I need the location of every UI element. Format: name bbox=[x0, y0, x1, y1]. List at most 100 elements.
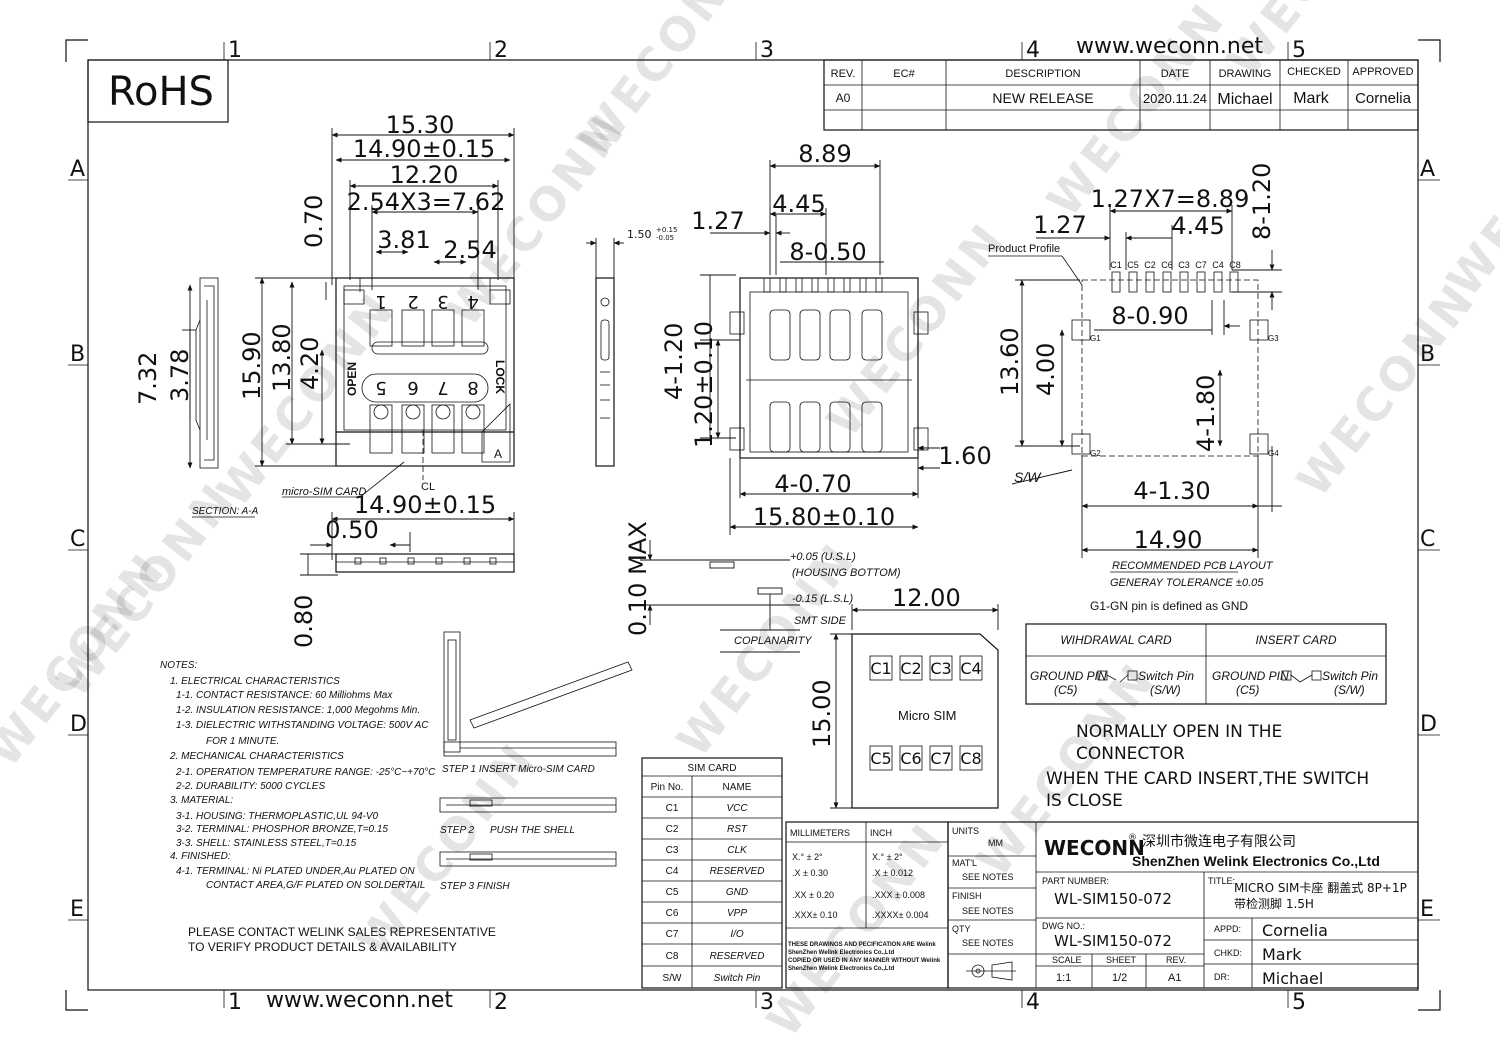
svg-text:13.80: 13.80 bbox=[268, 323, 296, 392]
svg-text:14.90: 14.90 bbox=[1134, 526, 1203, 554]
pcb-layout: 1.27X7=8.89 1.27 4.45 8-0.90 4-1.30 14.9… bbox=[988, 163, 1282, 613]
svg-text:1. ELECTRICAL CHARACTERISTICS: 1. ELECTRICAL CHARACTERISTICS bbox=[170, 676, 340, 687]
switch-note: NORMALLY OPEN IN THE CONNECTOR WHEN THE … bbox=[1046, 722, 1369, 811]
svg-text:C4: C4 bbox=[1212, 260, 1224, 270]
column-ticks bbox=[68, 42, 1440, 1008]
svg-text:C1: C1 bbox=[1110, 260, 1122, 270]
svg-text:GND: GND bbox=[726, 887, 748, 898]
svg-text:MM: MM bbox=[988, 838, 1003, 848]
svg-text:Michael: Michael bbox=[1262, 969, 1323, 988]
svg-text:C5: C5 bbox=[1127, 260, 1139, 270]
svg-text:0.70: 0.70 bbox=[300, 195, 328, 248]
svg-text:.X ± 0.012: .X ± 0.012 bbox=[872, 868, 913, 878]
svg-text:2: 2 bbox=[494, 38, 508, 63]
svg-text:NORMALLY OPEN IN THE: NORMALLY OPEN IN THE bbox=[1076, 722, 1282, 742]
svg-text:C3: C3 bbox=[1178, 260, 1190, 270]
svg-text:CONTACT AREA,G/F PLATED ON SOL: CONTACT AREA,G/F PLATED ON SOLDERTAIL bbox=[206, 880, 425, 891]
svg-text:4.45: 4.45 bbox=[772, 190, 825, 218]
svg-text:Michael: Michael bbox=[1217, 91, 1272, 108]
svg-text:1: 1 bbox=[228, 38, 242, 63]
svg-text:C7: C7 bbox=[1195, 260, 1207, 270]
svg-text:Product Profile: Product Profile bbox=[988, 243, 1060, 255]
svg-text:PART NUMBER:: PART NUMBER: bbox=[1042, 876, 1109, 886]
top-view: 15.30 14.90±0.15 12.20 2.54X3=7.62 3.81 … bbox=[134, 111, 515, 518]
svg-text:REV.: REV. bbox=[1166, 955, 1186, 965]
svg-text:(S/W): (S/W) bbox=[1150, 683, 1181, 697]
svg-text:X.° ± 2°: X.° ± 2° bbox=[792, 852, 823, 862]
svg-text:8: 8 bbox=[467, 377, 478, 398]
sheet-border bbox=[87, 59, 1419, 991]
svg-text:3.81: 3.81 bbox=[377, 226, 430, 254]
svg-text:1-1. CONTACT RESISTANCE: 60 Mi: 1-1. CONTACT RESISTANCE: 60 Milliohms Ma… bbox=[176, 690, 393, 701]
svg-text:LOCK: LOCK bbox=[493, 360, 507, 394]
svg-text:+0.15: +0.15 bbox=[656, 226, 677, 234]
svg-text:C8: C8 bbox=[1229, 260, 1241, 270]
svg-text:WL-SIM150-072: WL-SIM150-072 bbox=[1054, 890, 1172, 908]
svg-text:3: 3 bbox=[437, 291, 448, 312]
svg-text:FOR 1 MINUTE.: FOR 1 MINUTE. bbox=[206, 736, 279, 747]
svg-text:1: 1 bbox=[228, 990, 242, 1015]
svg-text:1/2: 1/2 bbox=[1112, 972, 1127, 984]
svg-text:SECTION: A-A: SECTION: A-A bbox=[192, 506, 259, 517]
svg-text:1-3. DIELECTRIC WITHSTANDING V: 1-3. DIELECTRIC WITHSTANDING VOLTAGE: 50… bbox=[176, 720, 429, 731]
svg-text:0.50: 0.50 bbox=[325, 516, 378, 544]
svg-text:SEE NOTES: SEE NOTES bbox=[962, 938, 1014, 948]
bottom-view: 8.89 1.27 4.45 8-0.50 1.60 4-0.70 15.80±… bbox=[660, 140, 992, 535]
svg-text:A: A bbox=[494, 447, 502, 461]
svg-text:2-1. OPERATION TEMPERATURE RAN: 2-1. OPERATION TEMPERATURE RANGE: -25°C~… bbox=[175, 767, 436, 778]
svg-text:CLK: CLK bbox=[727, 845, 748, 856]
svg-text:1:1: 1:1 bbox=[1056, 972, 1071, 984]
svg-text:C2: C2 bbox=[666, 824, 679, 835]
svg-text:DRAWING: DRAWING bbox=[1219, 68, 1272, 80]
svg-text:2020.11.24: 2020.11.24 bbox=[1143, 91, 1207, 106]
svg-text:Micro SIM: Micro SIM bbox=[898, 708, 957, 723]
svg-text:-0.05: -0.05 bbox=[656, 234, 674, 242]
svg-text:.XX ± 0.20: .XX ± 0.20 bbox=[792, 890, 834, 900]
svg-text:8-0.50: 8-0.50 bbox=[789, 238, 866, 266]
svg-text:SHEET: SHEET bbox=[1106, 955, 1137, 965]
svg-text:UNITS: UNITS bbox=[952, 826, 979, 836]
svg-text:SMT SIDE: SMT SIDE bbox=[794, 615, 847, 627]
rohs-label: RoHS bbox=[108, 69, 214, 115]
svg-text:ShenZhen Welink Electronics Co: ShenZhen Welink Electronics Co.,Ltd bbox=[788, 950, 895, 956]
svg-text:A0: A0 bbox=[836, 91, 851, 105]
side-view: 14.90±0.15 0.50 0.80 bbox=[290, 491, 515, 648]
svg-text:Cornelia: Cornelia bbox=[1262, 921, 1328, 940]
svg-text:5: 5 bbox=[1292, 990, 1306, 1015]
svg-text:EC#: EC# bbox=[893, 68, 915, 80]
svg-text:®: ® bbox=[1128, 833, 1137, 843]
svg-text:DR:: DR: bbox=[1214, 972, 1230, 982]
svg-text:D: D bbox=[70, 712, 87, 737]
svg-text:G1-GN pin is defined as GND: G1-GN pin is defined as GND bbox=[1090, 599, 1248, 613]
svg-text:15.00: 15.00 bbox=[808, 679, 836, 748]
svg-text:C1: C1 bbox=[870, 659, 891, 678]
website-top[interactable]: www.weconn.net bbox=[1076, 34, 1263, 59]
svg-text:G3: G3 bbox=[1268, 334, 1279, 343]
svg-text:S/W: S/W bbox=[1014, 469, 1042, 485]
svg-text:APPROVED: APPROVED bbox=[1352, 66, 1413, 78]
micro-sim-card: 12.00 15.00 C1 C2 C3 C4 C5 C6 C7 C8 Micr… bbox=[808, 584, 999, 809]
svg-text:15.30: 15.30 bbox=[386, 111, 455, 139]
svg-text:2: 2 bbox=[407, 291, 418, 312]
svg-text:8-1.20: 8-1.20 bbox=[1248, 163, 1276, 240]
svg-text:(C5): (C5) bbox=[1054, 683, 1077, 697]
coplanarity-detail: 0.10 MAX +0.05 (U.S.L) (HOUSING BOTTOM) … bbox=[624, 521, 901, 653]
svg-text:CHECKED: CHECKED bbox=[1287, 66, 1341, 78]
svg-text:1.60: 1.60 bbox=[938, 442, 991, 470]
svg-text:PLEASE CONTACT WELINK SALES RE: PLEASE CONTACT WELINK SALES REPRESENTATI… bbox=[188, 925, 496, 939]
svg-text:3-3. SHELL: STAINLESS STEEL,T=: 3-3. SHELL: STAINLESS STEEL,T=0.15 bbox=[176, 838, 357, 849]
svg-text:8-0.90: 8-0.90 bbox=[1111, 302, 1188, 330]
website-bottom[interactable]: www.weconn.net bbox=[266, 988, 453, 1013]
svg-text:ShenZhen Welink Electronics Co: ShenZhen Welink Electronics Co.,Ltd bbox=[788, 966, 895, 972]
svg-text:C7: C7 bbox=[930, 749, 951, 768]
svg-text:4-1.20: 4-1.20 bbox=[660, 323, 688, 400]
svg-text:7.32: 7.32 bbox=[134, 352, 162, 405]
svg-text:4.45: 4.45 bbox=[1171, 212, 1224, 240]
svg-text:Pin No.: Pin No. bbox=[651, 782, 684, 793]
svg-text:(HOUSING BOTTOM): (HOUSING BOTTOM) bbox=[792, 567, 901, 579]
svg-text:1.27: 1.27 bbox=[1033, 211, 1086, 239]
svg-text:1.50: 1.50 bbox=[627, 228, 652, 241]
svg-text:3. MATERIAL:: 3. MATERIAL: bbox=[170, 795, 233, 806]
svg-text:Switch Pin: Switch Pin bbox=[1138, 669, 1194, 683]
